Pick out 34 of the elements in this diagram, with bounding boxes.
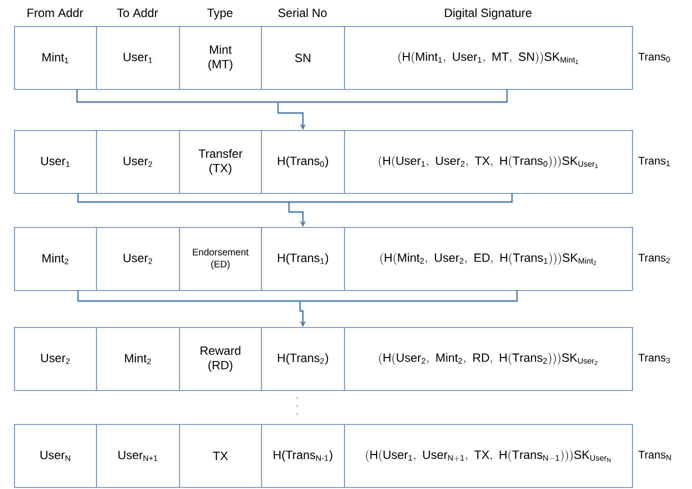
table-cell: User$_{2}$	[96, 130, 180, 194]
row-label: Trans$_{N}$	[638, 450, 671, 460]
signature-cell: $\mathrm{(H(User_{1},\ User_{2},\ TX,\ H(Trans_{0})))SK_{User_{1}}}$	[344, 130, 633, 194]
table-cell: SN	[261, 26, 345, 90]
column-header: Type	[207, 8, 232, 20]
table-cell: Mint$_{2}$	[14, 227, 97, 291]
table-cell: User$_{2}$	[96, 227, 180, 291]
table-cell: User$_{N+1}$	[96, 424, 180, 488]
table-cell: H(Trans$_{2}$)	[261, 327, 345, 391]
table-cell: H(Trans$_{0}$)	[261, 130, 345, 194]
signature-cell: $\mathrm{(H(Mint_{2},\ User_{2},\ ED,\ H(Trans_{1})))SK_{Mint_{2}}}$	[344, 227, 633, 291]
column-header: From Addr	[28, 8, 84, 18]
table-cell: H(Trans$_{N-1}$)	[261, 424, 345, 488]
row-label: Trans$_{0}$	[638, 52, 670, 62]
table-cell: User$_{2}$	[14, 327, 97, 391]
signature-cell: $\mathrm{(H(Mint_{1},\ User_{1},\ MT,\ SN))SK_{Mint_{1}}}$	[344, 26, 633, 90]
table-cell: User$_{1}$	[96, 26, 180, 90]
row-label: Trans$_{2}$	[638, 254, 670, 264]
table-cell: Transfer (TX)	[179, 130, 262, 194]
table-cell: Endorsement (ED)	[179, 227, 262, 291]
table-cell: Mint (MT)	[179, 26, 262, 90]
column-header: Serial No	[278, 8, 327, 18]
table-cell: User$_{1}$	[14, 130, 97, 194]
table-cell: Mint$_{2}$	[96, 327, 180, 391]
table-cell: User$_{N}$	[14, 424, 97, 488]
row-label: Trans$_{3}$	[638, 354, 670, 364]
table-cell: H(Trans$_{1}$)	[261, 227, 345, 291]
column-header: To Addr	[117, 8, 158, 18]
table-cell: Reward (RD)	[179, 327, 262, 391]
row-label: Trans$_{1}$	[638, 156, 670, 166]
signature-cell: $\mathrm{(H(User_{2},\ Mint_{2},\ RD,\ H(Trans_{2})))SK_{User_{2}}}$	[344, 327, 633, 391]
signature-cell: $\mathrm{(H(User_{1},\ User_{N+1},\ TX,\ H(Trans_{N-1})))SK_{User_{N}}}$	[344, 424, 633, 488]
table-cell: Mint$_{1}$	[14, 26, 97, 90]
table-cell: TX	[179, 424, 262, 488]
